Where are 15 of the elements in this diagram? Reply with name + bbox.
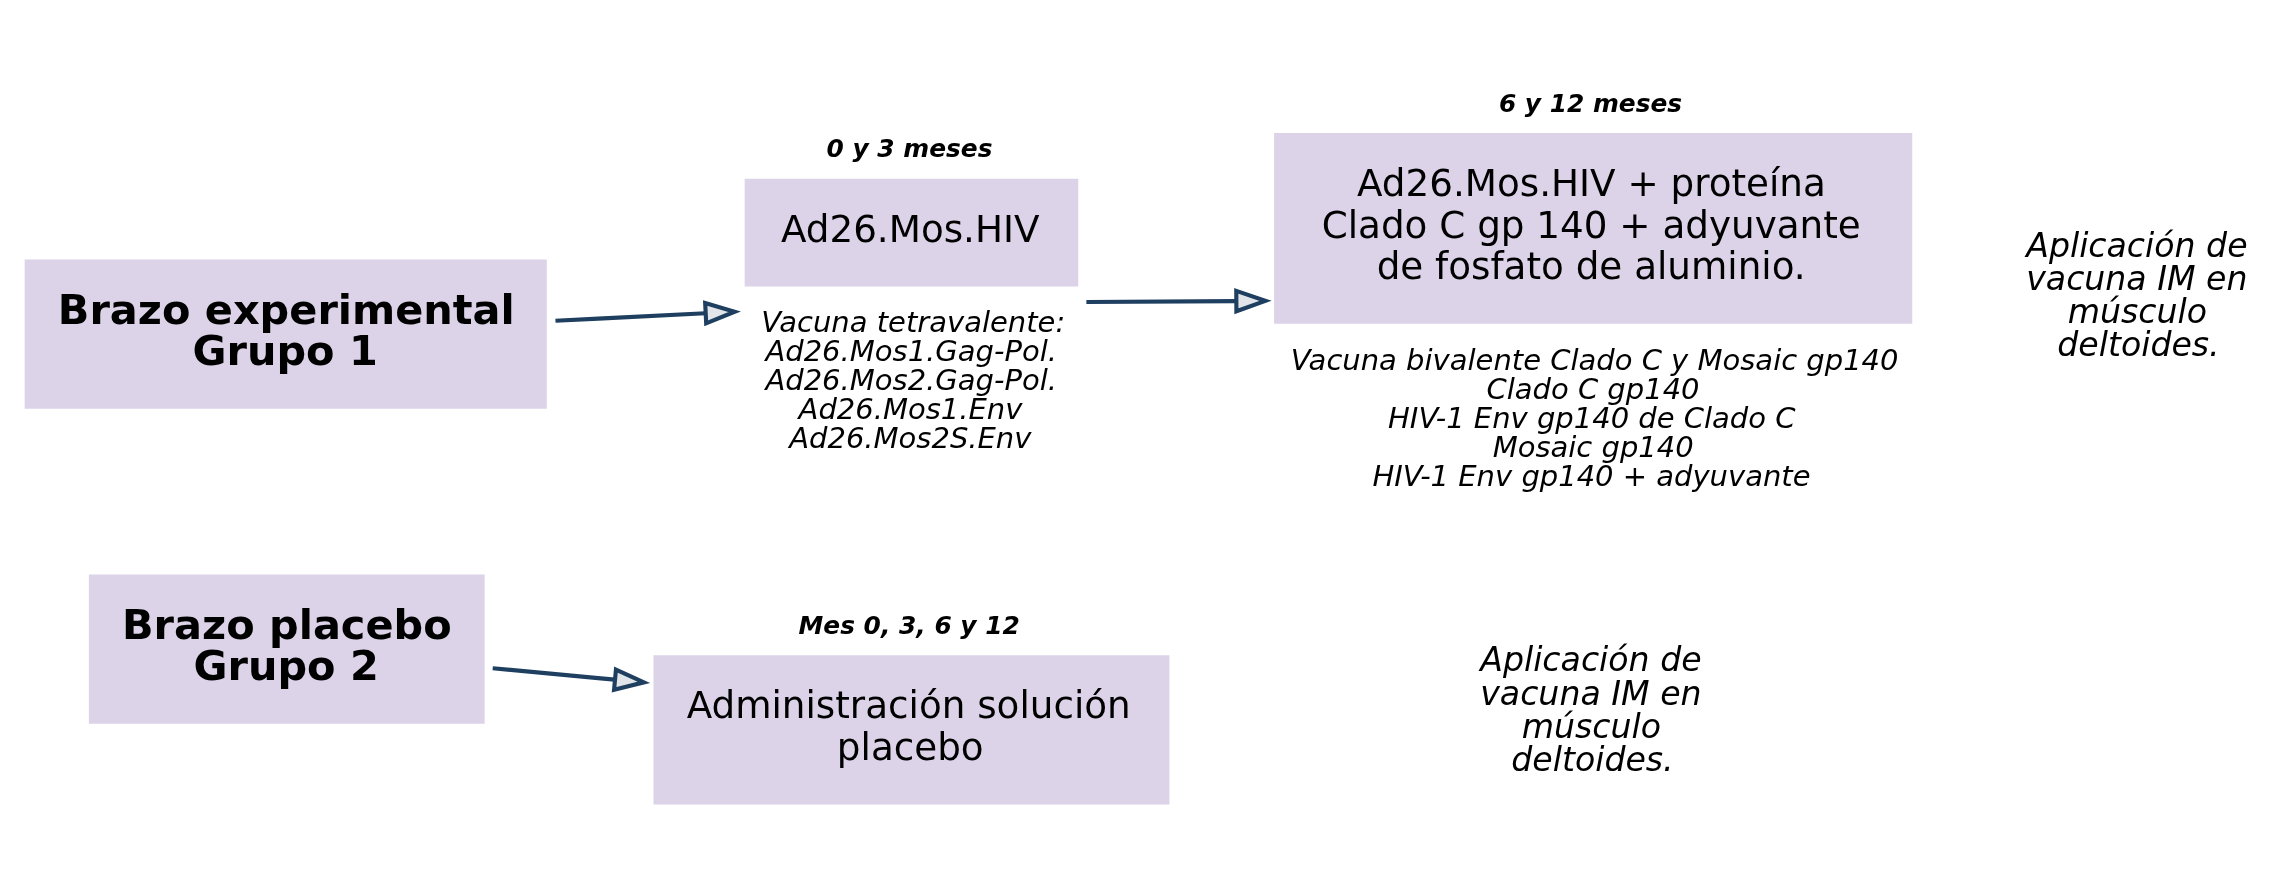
node-label: Vacuna tetravalente: bbox=[761, 304, 1066, 339]
node-label: 6 y 12 meses bbox=[1498, 88, 1683, 118]
label: Aplicación de vacuna IM en músculo deltoides. bbox=[2026, 225, 2248, 364]
arrow bbox=[555, 299, 741, 326]
arrow bbox=[1086, 287, 1272, 314]
node-label: Mes 0, 3, 6 y 12 bbox=[798, 610, 1020, 640]
node-label: 0 y 3 meses bbox=[826, 133, 993, 163]
node-box: Ad26.Mos.HIV + proteína Clado C gp 140 + adyuvante de fosfato de aluminio. bbox=[1274, 132, 1913, 324]
arrow bbox=[492, 665, 651, 692]
node-box: Ad26.Mos.HIV bbox=[744, 178, 1079, 286]
label: Aplicación de vacuna IM en músculo deltoides. bbox=[1480, 639, 1702, 779]
node-box: Brazo placebo Grupo 2 bbox=[88, 573, 485, 724]
node-box: Administración solución placebo bbox=[653, 654, 1170, 804]
node-box: Brazo experimental Grupo 1 bbox=[24, 259, 547, 409]
node-label: Ad26.Mos2S.Env bbox=[789, 420, 1032, 455]
